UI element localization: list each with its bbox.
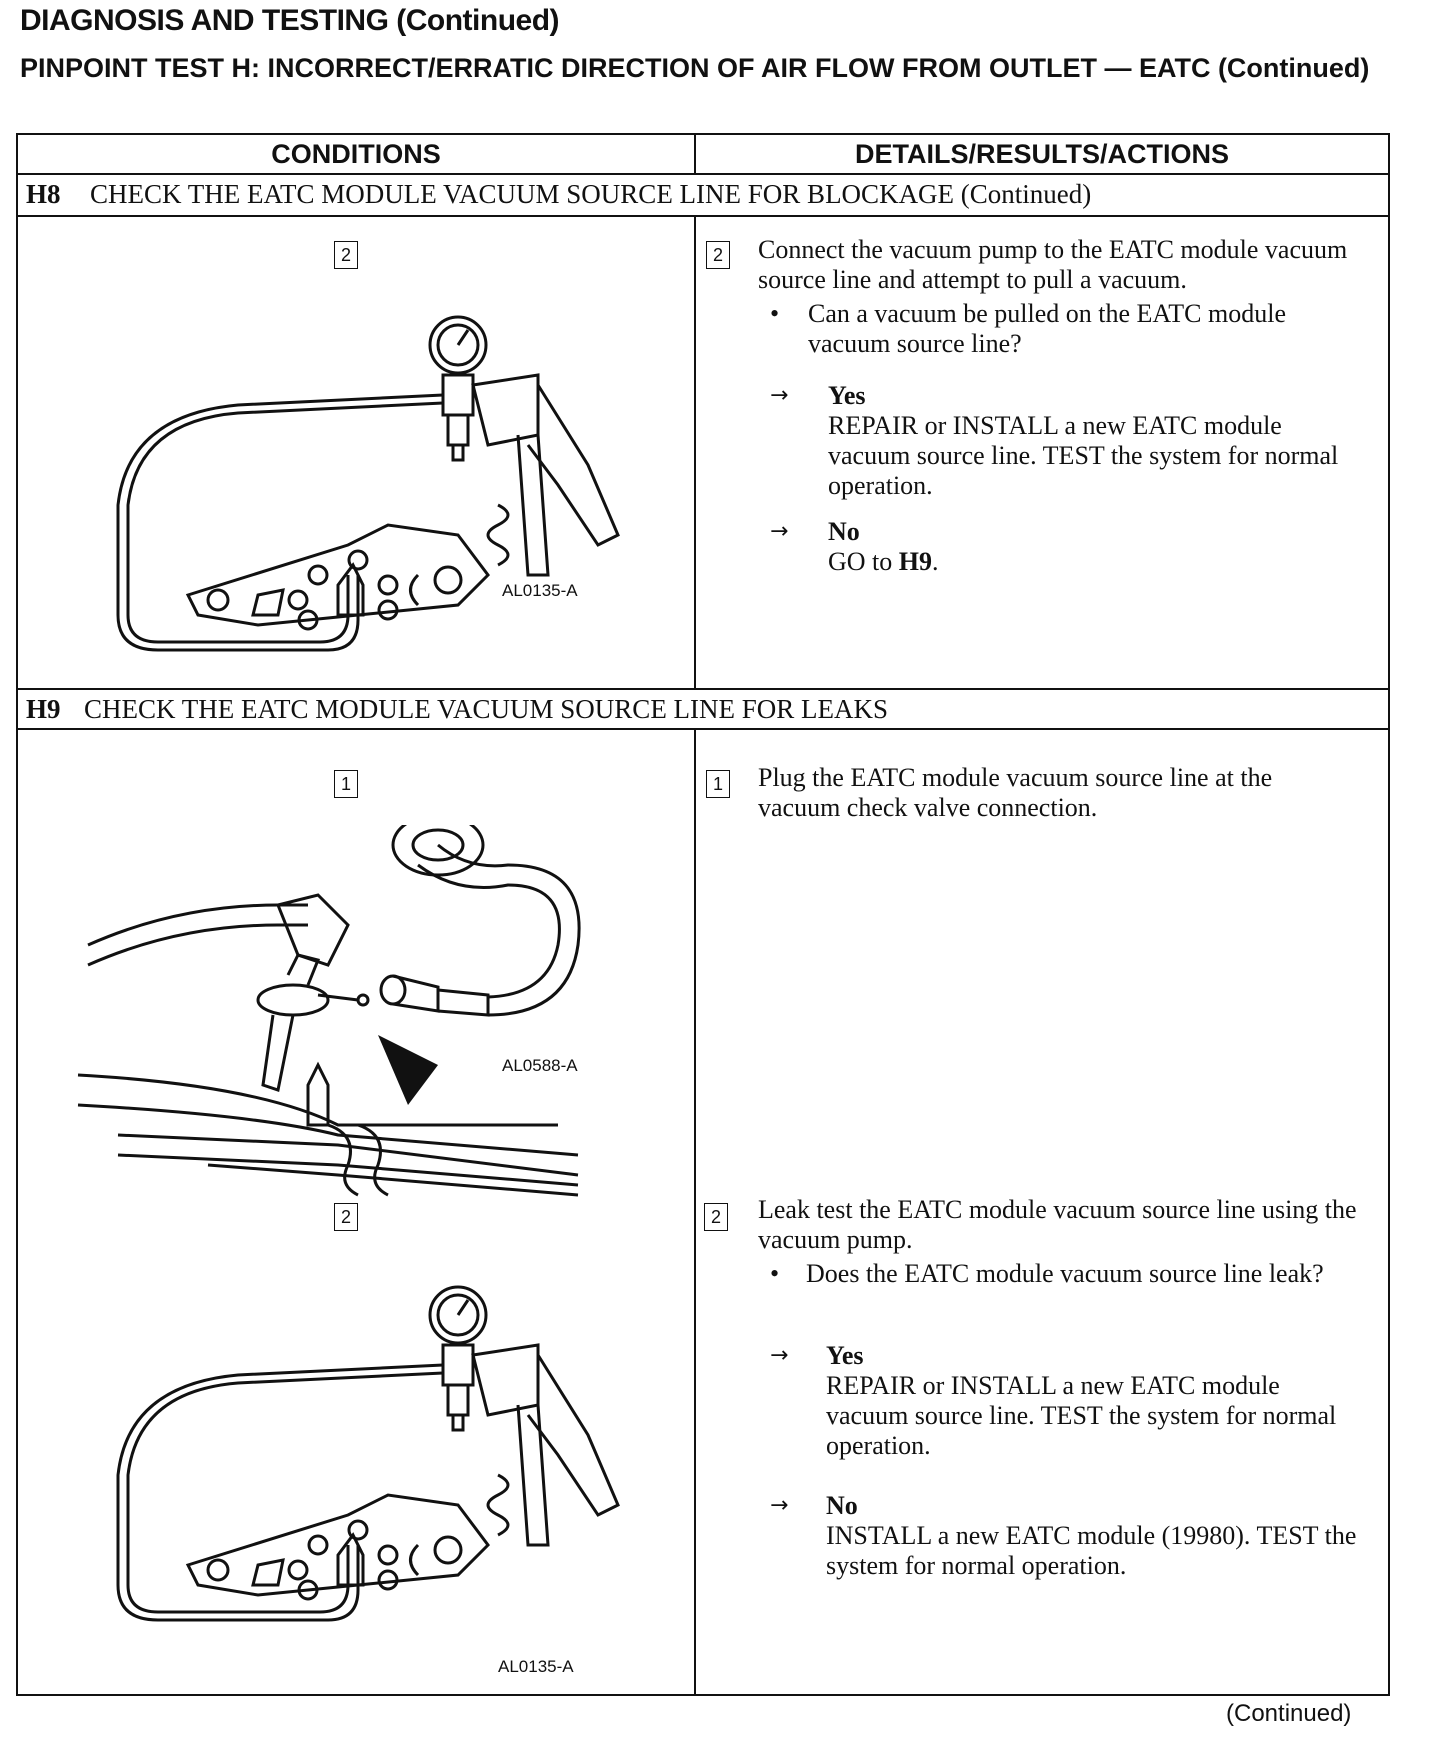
step-number-box: 1 [706,770,730,798]
step-h9-id: H9 [26,694,61,724]
step-h8-id: H8 [26,179,61,209]
yes-option: Yes REPAIR or INSTALL a new EATC module … [828,381,1368,501]
check-valve-illustration [77,825,581,1197]
arrow-icon: → [770,1343,789,1368]
no-option: No GO to H9. [828,517,1368,577]
arrow-icon: → [770,519,789,544]
test-title: PINPOINT TEST H: INCORRECT/ERRATIC DIREC… [20,53,1370,83]
no-text: INSTALL a new EATC module (19980). TEST … [826,1521,1357,1580]
page-header: DIAGNOSIS AND TESTING (Continued) [20,4,560,37]
vacuum-pump-illustration [116,315,620,652]
conditions-header: CONDITIONS [271,139,441,169]
yes-option: Yes REPAIR or INSTALL a new EATC module … [826,1341,1366,1461]
no-text-ref: H9 [898,547,933,576]
no-label: No [826,1491,858,1520]
bullet: • [770,1259,780,1288]
vacuum-pump-illustration [116,1285,620,1622]
figure-code: AL0135-A [502,581,578,600]
question-text: Does the EATC module vacuum source line … [806,1259,1324,1288]
instruction-text: Leak test the EATC module vacuum source … [758,1195,1357,1254]
instruction-text: Connect the vacuum pump to the EATC modu… [758,235,1348,294]
figure-number-box: 1 [334,770,358,798]
step-h9-title: H9 CHECK THE EATC MODULE VACUUM SOURCE LI… [26,690,888,728]
yes-text: REPAIR or INSTALL a new EATC module vacu… [826,1371,1337,1460]
figure-code: AL0588-A [502,1056,578,1075]
step-number-box: 2 [706,241,730,269]
bullet: • [770,299,780,328]
step-number-box: 2 [704,1203,728,1231]
divider [18,728,1388,730]
divider [18,688,1388,690]
step-h8-text: CHECK THE EATC MODULE VACUUM SOURCE LINE… [90,179,1092,209]
figure-number-box: 2 [334,241,358,269]
figure-number-box: 2 [334,1203,358,1231]
question-text: Can a vacuum be pulled on the EATC modul… [808,299,1287,358]
no-text-post: . [932,547,939,576]
footer-continued: (Continued) [1226,1700,1352,1727]
column-divider [694,215,696,688]
arrow-icon: → [770,383,789,408]
arrow-icon: → [770,1493,789,1518]
divider [18,215,1388,217]
details-header: DETAILS/RESULTS/ACTIONS [854,139,1229,169]
no-label: No [828,517,860,546]
instruction-text: Plug the EATC module vacuum source line … [758,763,1273,822]
yes-label: Yes [828,381,866,410]
yes-label: Yes [826,1341,864,1370]
no-text-pre: GO to [828,547,899,576]
step-h9-text: CHECK THE EATC MODULE VACUUM SOURCE LINE… [84,694,889,724]
column-divider [694,728,696,1694]
divider [18,173,1388,175]
column-divider [694,135,696,173]
figure-code: AL0135-A [498,1657,574,1676]
yes-text: REPAIR or INSTALL a new EATC module vacu… [828,411,1339,500]
step-h8-title: H8 CHECK THE EATC MODULE VACUUM SOURCE LI… [26,175,1091,213]
no-option: No INSTALL a new EATC module (19980). TE… [826,1491,1366,1581]
